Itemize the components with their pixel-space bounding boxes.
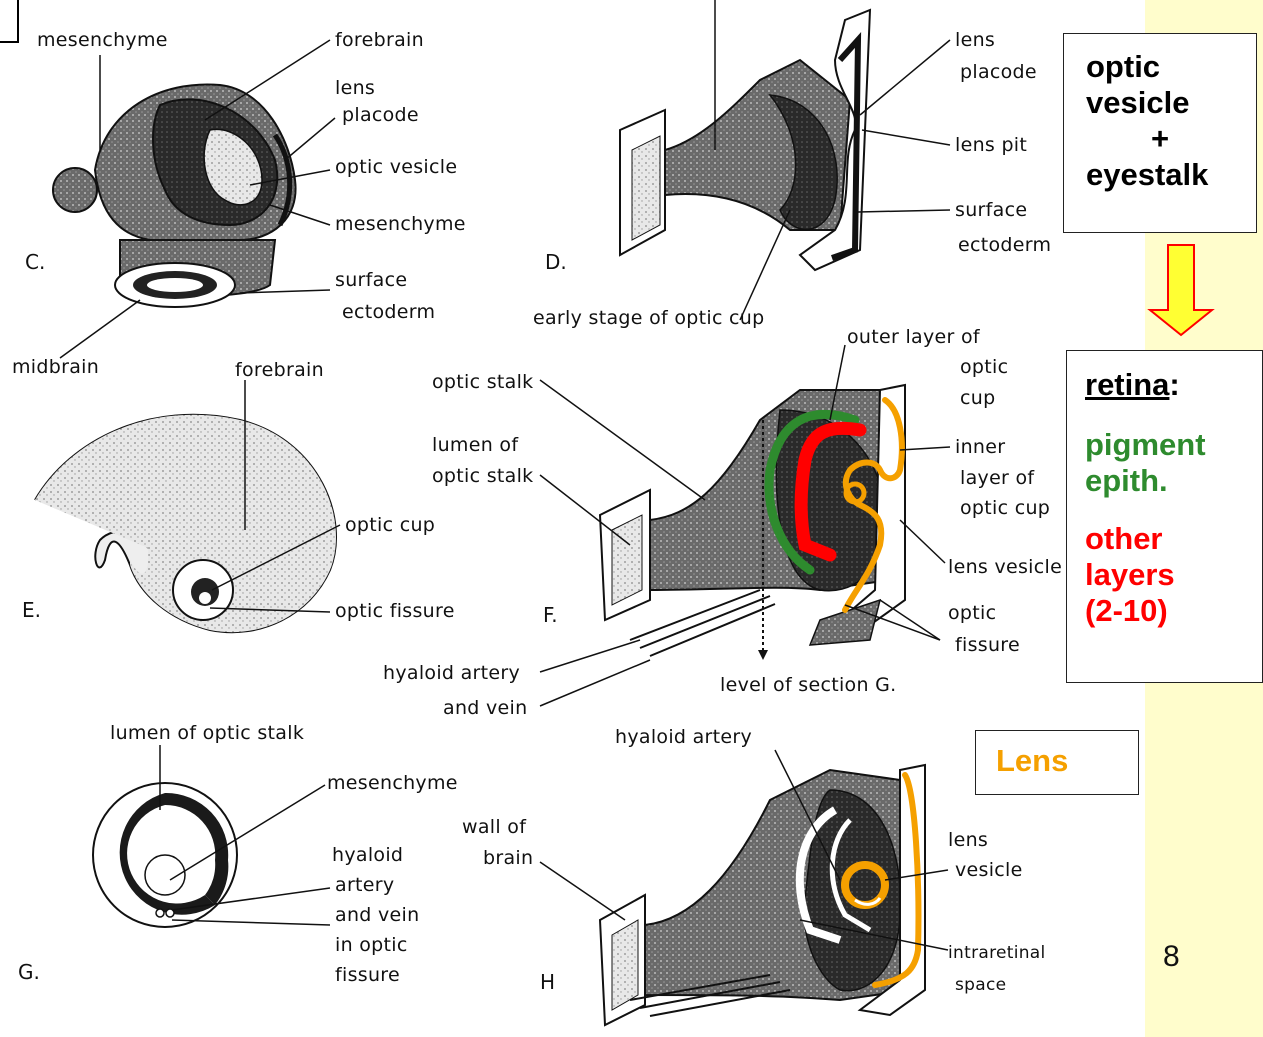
label-f-fissure: fissure [955,630,1020,660]
retina-other-2: layers [1085,557,1262,593]
label-e-optic-fissure: optic fissure [335,596,455,626]
label-f-hyaloid-2: and vein [443,693,527,723]
label-c-lens: lens [335,73,375,103]
panel-f-drawing [600,385,905,660]
label-d-surface: surface [955,195,1027,225]
label-c-mesenchyme-top: mesenchyme [37,25,168,55]
label-f-lumen-2: optic stalk [432,461,533,491]
label-f-optic-stalk: optic stalk [432,367,533,397]
panel-letter-f: F. [543,603,558,627]
label-f-inner-3: optic cup [960,493,1050,523]
box-optic: optic [1086,49,1256,85]
label-f-outer-3: cup [960,383,995,413]
retina-box: retina: pigment epith. other layers (2-1… [1066,350,1263,683]
label-e-optic-cup: optic cup [345,510,435,540]
label-g-hyaloid: hyaloid [332,840,403,870]
label-h-hyaloid-artery: hyaloid artery [615,722,752,752]
panel-d-drawing [620,10,870,270]
label-c-optic-vesicle: optic vesicle [335,152,457,182]
label-g-fissure: fissure [335,960,400,990]
label-f-lumen-1: lumen of [432,430,518,460]
label-g-artery: artery [335,870,394,900]
label-h-wall-2: brain [483,843,533,873]
box-eyestalk: eyestalk [1086,157,1256,193]
page-number: 8 [1163,940,1180,974]
retina-other-1: other [1085,521,1262,557]
label-g-mesenchyme: mesenchyme [327,768,458,798]
label-f-outer-2: optic [960,352,1008,382]
label-h-vesicle: vesicle [955,855,1023,885]
retina-pigment-1: pigment [1085,427,1262,463]
box-plus: + [1086,121,1256,157]
lens-box-label: Lens [996,743,1068,778]
label-d-lens: lens [955,25,995,55]
label-d-placode: placode [960,57,1037,87]
box-vesicle: vesicle [1086,85,1256,121]
label-h-wall-1: wall of [462,812,526,842]
panel-letter-e: E. [22,598,41,622]
retina-other-3: (2-10) [1085,593,1262,629]
retina-pigment-2: epith. [1085,463,1262,499]
panel-e-drawing [35,415,336,632]
label-e-forebrain: forebrain [235,355,324,385]
panel-letter-h: H [540,970,555,994]
label-d-ectoderm: ectoderm [958,230,1051,260]
panel-letter-c: C. [25,250,45,274]
label-h-space: space [955,970,1006,1000]
label-c-surface: surface [335,265,407,295]
label-f-lens-vesicle: lens vesicle [948,552,1062,582]
label-d-lens-pit: lens pit [955,130,1027,160]
panel-g-drawing [93,783,237,927]
label-g-in-optic: in optic [335,930,408,960]
label-f-inner-2: layer of [960,463,1034,493]
label-f-inner-1: inner [955,432,1005,462]
label-f-optic: optic [948,598,996,628]
label-f-hyaloid-1: hyaloid artery [383,658,520,688]
optic-vesicle-box: optic vesicle + eyestalk [1063,33,1257,233]
down-arrow-icon [1150,245,1212,335]
label-g-and-vein: and vein [335,900,419,930]
lens-box: Lens [975,730,1139,795]
label-c-mesenchyme: mesenchyme [335,209,466,239]
label-c-ectoderm: ectoderm [342,297,435,327]
label-h-intraretinal: intraretinal [948,938,1046,968]
panel-h-drawing [600,765,925,1025]
panel-letter-g: G. [18,960,40,984]
label-f-outer-1: outer layer of [847,322,980,352]
panel-c-drawing [53,84,296,307]
label-c-midbrain: midbrain [12,352,99,382]
label-h-lens: lens [948,825,988,855]
label-c-forebrain: forebrain [335,25,424,55]
panel-letter-d: D. [545,250,567,274]
label-f-level: level of section G. [720,670,897,700]
label-g-lumen: lumen of optic stalk [110,718,304,748]
retina-colon: : [1169,367,1179,402]
label-d-early-cup: early stage of optic cup [533,303,765,333]
retina-title: retina [1085,367,1169,402]
label-c-placode: placode [342,100,419,130]
corner-frame [0,0,18,42]
